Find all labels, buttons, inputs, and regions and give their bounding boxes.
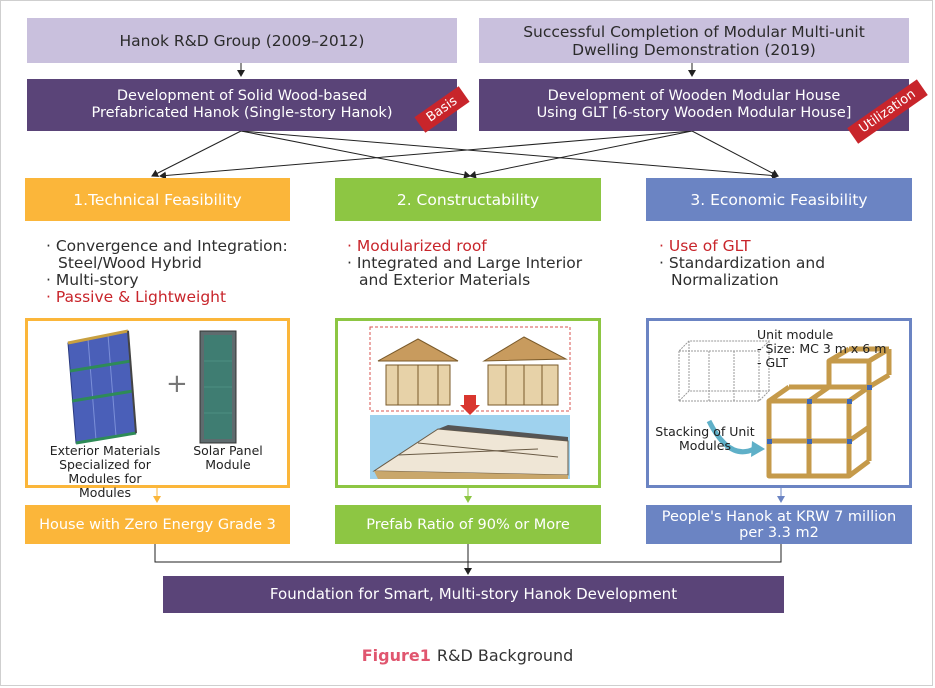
foundation-label: Foundation for Smart, Multi-story Hanok …	[269, 585, 678, 603]
solar-panel-caption: Solar Panel Module	[193, 443, 263, 472]
demonstration-line1: Successful Completion of Modular Multi-u…	[523, 22, 865, 41]
bullet-passive: Passive & Lightweight	[46, 289, 296, 306]
hanok-rd-group-box: Hanok R&D Group (2009–2012)	[27, 18, 457, 63]
constructability-bullets: Modularized roof Integrated and Large In…	[347, 238, 597, 289]
figure-title: R&D Background	[436, 646, 574, 665]
arrow-right-to-col2	[469, 130, 693, 179]
technical-feasibility-header: 1.Technical Feasibility	[25, 178, 290, 221]
economic-image-panel: Unit module - Size: MC 3 m x 6 m - GLT S…	[646, 318, 912, 488]
arrow-left-to-col1	[151, 130, 242, 177]
foundation-box: Foundation for Smart, Multi-story Hanok …	[163, 576, 784, 613]
unit-module-label: Unit module - Size: MC 3 m x 6 m - GLT	[757, 328, 897, 370]
bullet-use-of-glt: Use of GLT	[659, 238, 899, 255]
stacking-label: Stacking of Unit Modules	[655, 425, 755, 453]
wooden-modular-line1: Development of Wooden Modular House	[547, 88, 841, 104]
arrow-right-to-col3	[691, 130, 779, 177]
constructability-header: 2. Constructability	[335, 178, 601, 221]
demonstration-box: Successful Completion of Modular Multi-u…	[479, 18, 909, 63]
exterior-panel-illustration	[67, 329, 237, 445]
arrow-right-to-col1	[159, 130, 693, 180]
technical-image-panel: + Exterior Materials Specialized for Mod…	[25, 318, 290, 500]
unit-module-line2: - Size: MC 3 m x 6 m	[757, 341, 887, 356]
bullet-convergence: Convergence and Integration: Steel/Wood …	[46, 238, 296, 272]
peoples-hanok-line2: per 3.3 m2	[739, 524, 819, 541]
wooden-modular-line2: Using GLT [6-story Wooden Modular House]	[536, 105, 852, 121]
arrow-left-to-col2	[240, 130, 471, 179]
economic-feasibility-label: 3. Economic Feasibility	[690, 190, 868, 209]
demonstration-line2: Dwelling Demonstration (2019)	[572, 40, 816, 59]
solid-wood-line1: Development of Solid Wood-based	[116, 88, 368, 104]
stacking-line1: Stacking of Unit	[655, 424, 755, 439]
wooden-modular-house-box: Development of Wooden Modular House Usin…	[479, 79, 909, 131]
arrow-left-to-col3	[240, 130, 779, 180]
peoples-hanok-line1: People's Hanok at KRW 7 million	[661, 508, 897, 525]
solid-wood-hanok-box: Development of Solid Wood-based Prefabri…	[27, 79, 457, 131]
economic-bullets: Use of GLT Standardization and Normaliza…	[659, 238, 899, 289]
bullet-integrated-materials: Integrated and Large Interior and Exteri…	[347, 255, 597, 289]
peoples-hanok-result-box: People's Hanok at KRW 7 million per 3.3 …	[646, 505, 912, 544]
hanok-rd-group-label: Hanok R&D Group (2009–2012)	[119, 31, 365, 50]
figure-label: Figure1	[361, 646, 431, 665]
zero-energy-result-label: House with Zero Energy Grade 3	[39, 516, 276, 533]
figure-caption: Figure1 R&D Background	[0, 646, 935, 665]
unit-module-illustration	[677, 340, 892, 479]
bullet-modularized-roof: Modularized roof	[347, 238, 597, 255]
zero-energy-result-box: House with Zero Energy Grade 3	[25, 505, 290, 544]
plus-sign: +	[166, 369, 188, 399]
prefab-ratio-result-box: Prefab Ratio of 90% or More	[335, 505, 601, 544]
modular-roof-illustration	[369, 326, 571, 479]
prefab-ratio-result-label: Prefab Ratio of 90% or More	[366, 516, 570, 533]
stacking-line2: Modules	[679, 438, 731, 453]
solid-wood-line2: Prefabricated Hanok (Single-story Hanok)	[91, 105, 393, 121]
unit-module-line1: Unit module	[757, 327, 834, 342]
bullet-standardization: Standardization and Normalization	[659, 255, 899, 289]
technical-feasibility-label: 1.Technical Feasibility	[73, 190, 242, 209]
constructability-image-panel	[335, 318, 601, 488]
constructability-label: 2. Constructability	[396, 190, 540, 209]
exterior-materials-caption: Exterior Materials Specialized for Modul…	[49, 443, 161, 500]
bullet-multi-story: Multi-story	[46, 272, 296, 289]
economic-feasibility-header: 3. Economic Feasibility	[646, 178, 912, 221]
technical-bullets: Convergence and Integration: Steel/Wood …	[46, 238, 296, 306]
unit-module-line3: - GLT	[757, 355, 789, 370]
